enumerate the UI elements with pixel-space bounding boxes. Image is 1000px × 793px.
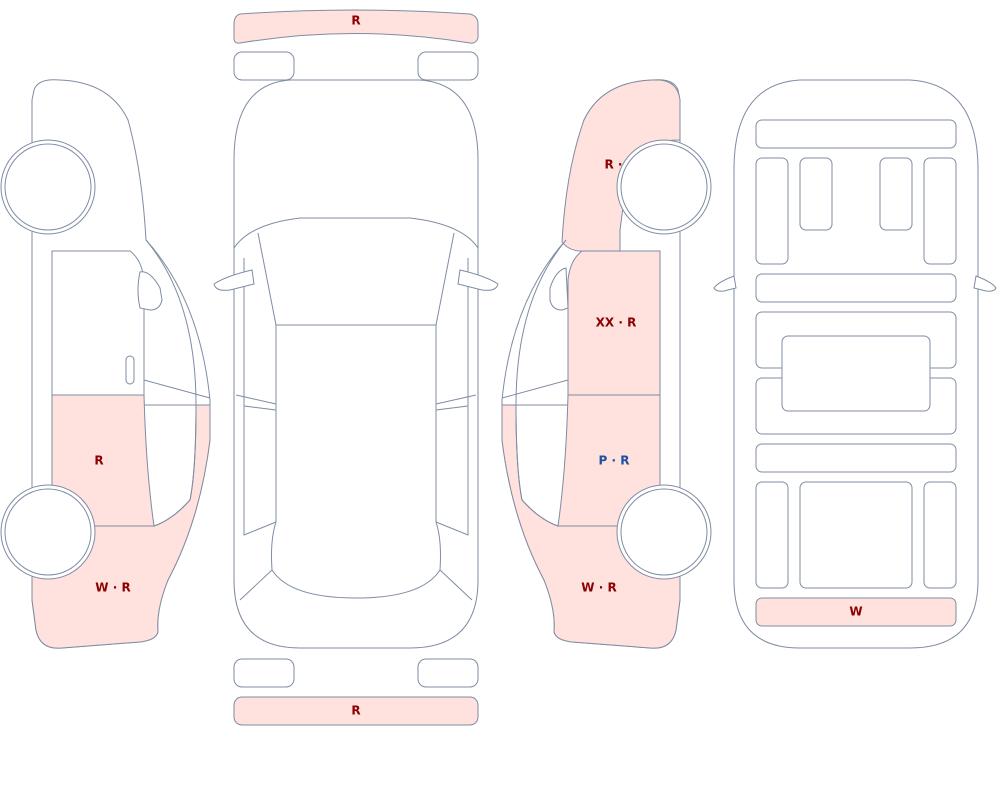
- left-side-view: R W · R: [0, 79, 211, 649]
- front-left-rail[interactable]: [755, 157, 789, 265]
- rear-floor-panel-label: W: [849, 605, 862, 619]
- right-rear-wheel[interactable]: [616, 484, 712, 580]
- rear-right-rail[interactable]: [923, 481, 957, 589]
- left-rear-quarter-label: W · R: [95, 581, 130, 595]
- rear-bumper[interactable]: [233, 696, 479, 726]
- center-tunnel[interactable]: [781, 335, 931, 412]
- left-front-wheel[interactable]: [0, 139, 96, 235]
- front-bumper[interactable]: [233, 9, 479, 44]
- left-rear-door-label: R: [94, 454, 103, 468]
- rear-floor-panel[interactable]: [755, 597, 957, 627]
- spare-tire-well[interactable]: [799, 481, 913, 589]
- right-side-view: R · P XX · R P · R W · R: [501, 79, 712, 649]
- right-front-door-label: XX · R: [596, 316, 637, 330]
- underbody-right-mirror[interactable]: [973, 275, 997, 292]
- front-right-rail[interactable]: [923, 157, 957, 265]
- front-bumper-label: R: [351, 14, 360, 28]
- front-left-inner[interactable]: [799, 157, 833, 231]
- right-rear-door-label: P · R: [599, 454, 630, 468]
- right-front-wheel[interactable]: [616, 139, 712, 235]
- left-mirror[interactable]: [137, 271, 163, 311]
- rear-crossmember[interactable]: [755, 443, 957, 473]
- left-rear-wheel[interactable]: [0, 484, 96, 580]
- roof[interactable]: [275, 324, 437, 533]
- right-rear-quarter-label: W · R: [581, 581, 616, 595]
- rear-bumper-label: R: [351, 704, 360, 718]
- rear-left-taillight[interactable]: [233, 658, 295, 688]
- left-door-handle[interactable]: [125, 355, 135, 385]
- dash-crossmember[interactable]: [755, 273, 957, 303]
- right-mirror[interactable]: [549, 267, 569, 311]
- rear-right-taillight[interactable]: [417, 658, 479, 688]
- front-right-headlight[interactable]: [417, 51, 479, 81]
- front-left-headlight[interactable]: [233, 51, 295, 81]
- front-crossmember[interactable]: [755, 119, 957, 149]
- right-mirror-top[interactable]: [457, 269, 499, 291]
- underbody-left-mirror[interactable]: [713, 275, 737, 292]
- underbody-view: W: [713, 79, 997, 649]
- right-front-fender[interactable]: [561, 79, 681, 252]
- rear-left-rail[interactable]: [755, 481, 789, 589]
- left-mirror-top[interactable]: [213, 269, 255, 291]
- trunk-lid[interactable]: [271, 521, 441, 599]
- left-front-door[interactable]: [51, 250, 145, 396]
- top-view: [213, 79, 499, 649]
- front-right-inner[interactable]: [879, 157, 913, 231]
- hood[interactable]: [233, 217, 479, 249]
